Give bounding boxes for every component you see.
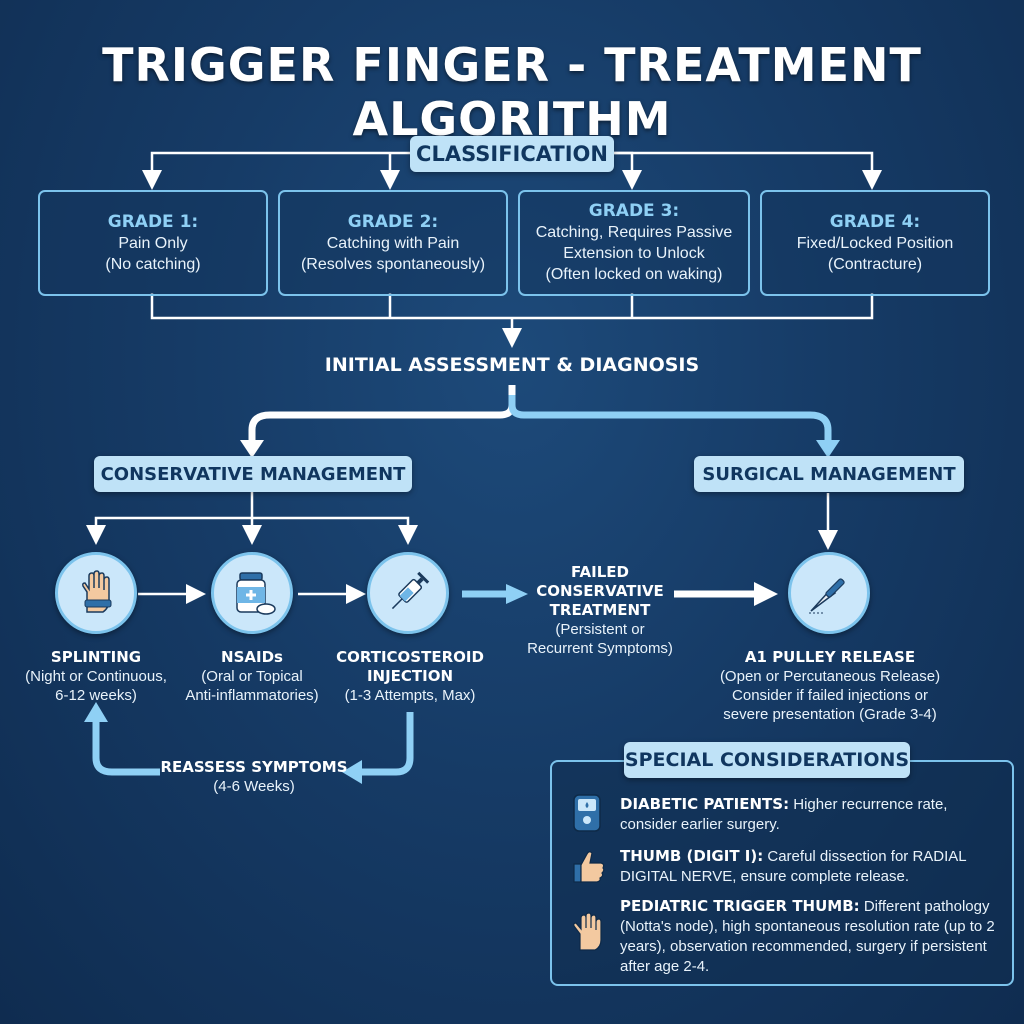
failed-line: TREATMENT xyxy=(549,601,651,619)
grade-heading: GRADE 4: xyxy=(829,211,921,232)
surgery-line: Consider if failed injections or xyxy=(732,687,928,704)
surgery-line: severe presentation (Grade 3-4) xyxy=(723,706,937,723)
conservative-management-label: CONSERVATIVE MANAGEMENT xyxy=(94,456,412,492)
grade-4-box: GRADE 4: Fixed/Locked Position (Contract… xyxy=(760,190,990,296)
special-item-heading: DIABETIC PATIENTS: xyxy=(620,795,790,813)
special-item-text: Careful dissection for RADIAL DIGITAL NE… xyxy=(620,848,967,885)
initial-assessment-label: INITIAL ASSESSMENT & DIAGNOSIS xyxy=(324,354,700,376)
scalpel-icon xyxy=(788,552,870,634)
grade-line: Fixed/Locked Position xyxy=(796,234,954,252)
grade-line: (No catching) xyxy=(105,255,201,273)
special-item-diabetic: DIABETIC PATIENTS: Higher recurrence rat… xyxy=(620,794,1000,835)
glucose-meter-icon xyxy=(566,792,610,836)
special-considerations-label: SPECIAL CONSIDERATIONS xyxy=(624,742,910,778)
syringe-icon xyxy=(367,552,449,634)
grade-line: Extension to Unlock xyxy=(563,245,705,262)
grade-1-box: GRADE 1: Pain Only (No catching) xyxy=(38,190,268,296)
surgery-line: (Open or Percutaneous Release) xyxy=(719,668,941,685)
grade-line: Pain Only xyxy=(118,234,188,252)
grade-2-box: GRADE 2: Catching with Pain (Resolves sp… xyxy=(278,190,508,296)
special-item-heading: PEDIATRIC TRIGGER THUMB: xyxy=(620,897,860,915)
failed-sub: Recurrent Symptoms) xyxy=(527,640,673,657)
step-line: Anti-inflammatories) xyxy=(185,687,319,704)
step-title: NSAIDs xyxy=(221,648,283,666)
hand-splint-icon xyxy=(55,552,137,634)
nsaids-label: NSAIDs (Oral or Topical Anti-inflammator… xyxy=(168,648,336,705)
a1-pulley-release-label: A1 PULLEY RELEASE (Open or Percutaneous … xyxy=(694,648,966,724)
injection-label: CORTICOSTEROID INJECTION (1-3 Attempts, … xyxy=(330,648,490,705)
surgical-management-label: SURGICAL MANAGEMENT xyxy=(694,456,964,492)
step-line: 6-12 weeks) xyxy=(55,687,137,704)
special-considerations-box: DIABETIC PATIENTS: Higher recurrence rat… xyxy=(550,760,1014,986)
special-item-text: Higher recurrence rate, consider earlier… xyxy=(620,796,948,833)
reassess-title: REASSESS SYMPTOMS xyxy=(160,758,348,776)
step-line: (Oral or Topical xyxy=(201,668,303,685)
step-title: CORTICOSTEROID xyxy=(336,648,484,666)
special-item-pediatric: PEDIATRIC TRIGGER THUMB: Different patho… xyxy=(620,896,1000,977)
surgery-title: A1 PULLEY RELEASE xyxy=(744,648,916,666)
special-item-text: Different pathology (Notta's node), high… xyxy=(620,898,995,975)
failed-line: CONSERVATIVE xyxy=(536,582,664,600)
grade-line: Catching, Requires Passive xyxy=(535,224,733,241)
grade-line: (Contracture) xyxy=(827,255,923,273)
pill-bottle-icon xyxy=(211,552,293,634)
grade-heading: GRADE 1: xyxy=(107,211,199,232)
grade-line: (Resolves spontaneously) xyxy=(300,255,486,273)
classification-label: CLASSIFICATION xyxy=(410,136,614,172)
failed-line: FAILED xyxy=(571,563,629,581)
step-title: SPLINTING xyxy=(50,648,142,666)
special-item-heading: THUMB (DIGIT I): xyxy=(620,847,764,865)
page-title: TRIGGER FINGER - TREATMENT ALGORITHM xyxy=(102,38,922,146)
grade-heading: GRADE 3: xyxy=(588,201,680,221)
failed-sub: (Persistent or xyxy=(555,621,645,638)
reassess-label: REASSESS SYMPTOMS (4-6 Weeks) xyxy=(156,758,352,796)
special-item-thumb: THUMB (DIGIT I): Careful dissection for … xyxy=(620,846,1000,887)
thumb-icon xyxy=(566,844,610,888)
failed-conservative-label: FAILED CONSERVATIVE TREATMENT (Persisten… xyxy=(512,563,688,658)
step-line: (Night or Continuous, xyxy=(25,668,167,685)
reassess-sub: (4-6 Weeks) xyxy=(213,778,295,795)
grade-line: Catching with Pain xyxy=(326,234,460,252)
step-title: INJECTION xyxy=(366,667,454,685)
child-hand-icon xyxy=(566,910,610,954)
grade-3-box: GRADE 3: Catching, Requires Passive Exte… xyxy=(518,190,750,296)
grade-heading: GRADE 2: xyxy=(347,211,439,232)
splinting-label: SPLINTING (Night or Continuous, 6-12 wee… xyxy=(4,648,188,705)
grade-line: (Often locked on waking) xyxy=(545,266,723,283)
step-line: (1-3 Attempts, Max) xyxy=(344,687,476,704)
